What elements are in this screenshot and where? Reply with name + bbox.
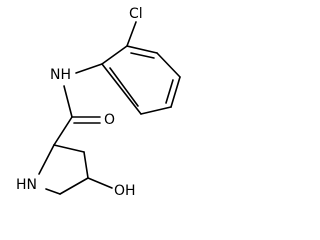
bond-c2-c3 [53, 144, 85, 153]
bond-ring-c4-c5 [170, 76, 181, 108]
bond-n1-c2 [38, 144, 55, 175]
chlorophenyl-ring [101, 45, 181, 115]
bond-ring-inner-3 [109, 67, 139, 107]
bond-c-cl [126, 21, 137, 47]
bond-c4-c5 [59, 177, 89, 195]
chlorine-label: Cl [129, 6, 143, 22]
ring-nh-label: HN [16, 177, 37, 193]
bond-ring-inner-2 [165, 79, 174, 104]
bond-ring-c2-c3 [126, 45, 158, 54]
bond-ring-c1-c2 [101, 45, 128, 65]
bond-c5-n1 [45, 188, 61, 195]
carbonyl-oxygen-label: O [104, 112, 115, 128]
bond-ring-c5-c6 [140, 106, 172, 115]
bond-ring-c3-c4 [156, 52, 181, 78]
bond-nh-carbonyl [63, 85, 73, 118]
bond-c3-c4 [83, 151, 89, 179]
bond-ring-inner-1 [130, 52, 155, 59]
structural-formula: Cl NH O HN OH [16, 6, 181, 199]
amide-nh-label: NH [50, 67, 71, 83]
hydroxyl-label: OH [114, 183, 136, 199]
bond-c4-oh [87, 177, 113, 189]
bond-ring-c6-c1 [101, 63, 142, 115]
bond-aryl-nh [75, 63, 103, 74]
pyrrolidine-ring [38, 144, 89, 195]
bond-carbonyl-c2 [53, 116, 73, 146]
